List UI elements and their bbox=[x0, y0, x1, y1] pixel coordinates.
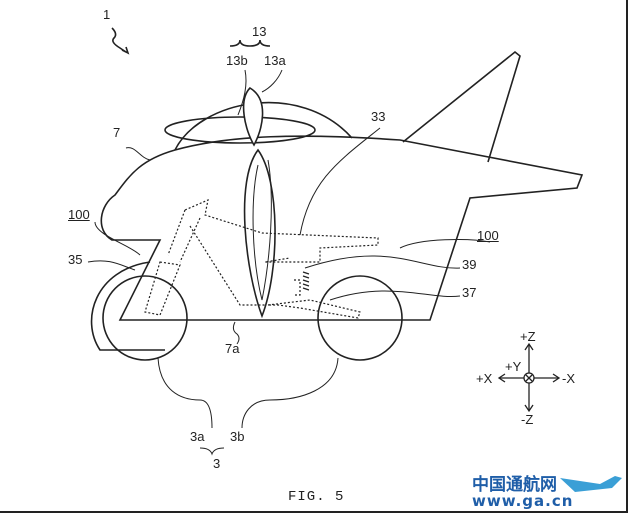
tail-fin bbox=[402, 50, 521, 163]
axis-indicator bbox=[497, 342, 561, 413]
axis-minus-x: -X bbox=[562, 371, 575, 386]
propeller-blade-horizontal bbox=[164, 116, 316, 144]
label-37: 37 bbox=[462, 285, 477, 300]
label-3a: 3a bbox=[190, 429, 205, 444]
axis-minus-z: -Z bbox=[521, 412, 534, 427]
label-13b: 13b bbox=[226, 53, 248, 68]
label-7a: 7a bbox=[225, 341, 240, 356]
figure-caption: FIG. 5 bbox=[288, 489, 345, 505]
label-35: 35 bbox=[68, 252, 83, 267]
leader-1 bbox=[111, 27, 127, 53]
label-13: 13 bbox=[252, 24, 267, 39]
label-13a: 13a bbox=[264, 53, 286, 68]
propeller-blade-lower bbox=[243, 148, 276, 319]
front-fender bbox=[90, 261, 165, 351]
watermark-name: 中国通航网 bbox=[472, 475, 557, 495]
label-1: 1 bbox=[103, 7, 111, 22]
label-39: 39 bbox=[462, 257, 477, 272]
propeller-blade-upper bbox=[242, 86, 264, 147]
label-7: 7 bbox=[113, 125, 121, 140]
axis-plus-z: +Z bbox=[520, 329, 536, 344]
label-33: 33 bbox=[371, 109, 386, 124]
body-outline bbox=[100, 135, 584, 321]
front-wheel bbox=[102, 275, 188, 361]
rear-wheel bbox=[317, 275, 403, 361]
label-100-right: 100 bbox=[477, 228, 499, 243]
arrow-1 bbox=[121, 46, 130, 55]
label-3: 3 bbox=[213, 456, 221, 471]
label-100-left: 100 bbox=[68, 207, 90, 222]
axis-plus-y: +Y bbox=[505, 359, 522, 374]
watermark-plane-logo bbox=[560, 476, 622, 492]
label-3b: 3b bbox=[230, 429, 245, 444]
axis-plus-x: +X bbox=[476, 371, 493, 386]
brace-13 bbox=[229, 39, 271, 47]
watermark-url: www.ga.cn bbox=[472, 492, 574, 510]
frame-dashed bbox=[144, 198, 379, 319]
